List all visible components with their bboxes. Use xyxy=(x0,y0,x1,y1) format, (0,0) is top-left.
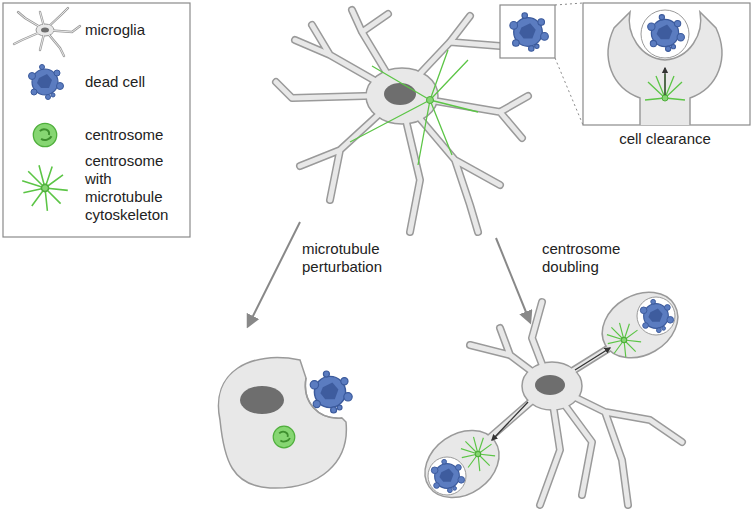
microglia-perturbed xyxy=(218,358,352,488)
inset-caption: cell clearance xyxy=(585,130,745,148)
transition-label: centrosome doubling xyxy=(542,240,642,276)
legend-dead-cell-icon xyxy=(29,65,64,100)
legend-centrosome-icon xyxy=(33,123,56,146)
legend-label: microglia xyxy=(85,21,185,39)
legend-label: centrosome xyxy=(85,126,185,144)
legend-microtubule-icon xyxy=(22,165,68,211)
microglia-top xyxy=(276,10,528,232)
zoom-frame xyxy=(500,5,555,58)
legend-label: centrosome with microtubule cytoskeleton xyxy=(85,152,185,224)
dead-cell xyxy=(510,13,548,52)
legend-microglia-icon xyxy=(14,8,80,56)
zoom-lines xyxy=(555,3,583,125)
transition-arrow xyxy=(248,222,300,326)
microglia-doubled xyxy=(412,279,690,511)
legend-label: dead cell xyxy=(85,73,185,91)
transition-label: microtubule perturbation xyxy=(302,240,412,276)
inset-cell-clearance xyxy=(583,3,750,125)
legend-frame xyxy=(3,3,190,237)
transition-arrow xyxy=(496,238,530,322)
